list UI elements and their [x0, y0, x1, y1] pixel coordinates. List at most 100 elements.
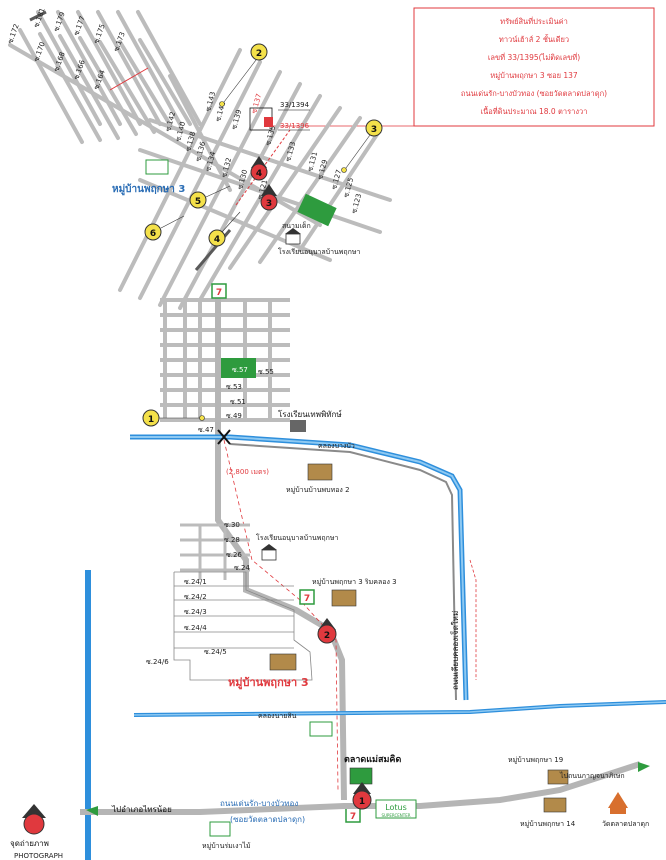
marker-label: 4: [214, 235, 220, 245]
soi-label: ซ.47: [198, 426, 214, 434]
to-right-label: ไปถนนกาญจนาภิเษก: [559, 771, 625, 780]
info-line-3: เลขที่ 33/1395(ไม่ติดเลขที่): [488, 52, 580, 62]
seven-label: 7: [216, 288, 222, 298]
info-line-2: ทาวน์เฮ้าส์ 2 ชั้นเดียว: [499, 34, 569, 44]
marker-6-top: 6: [144, 215, 185, 241]
marker-4-top: 4: [208, 211, 241, 247]
photo-marker-4: 4: [250, 156, 268, 181]
canal-bottom-label: คลองนายสิน: [258, 712, 297, 720]
photo-legend: จุดถ่ายภาพ PHOTOGRAPH: [10, 804, 63, 860]
school-south-label: โรงเรียนอนุบาลบ้านพฤกษา: [256, 533, 338, 542]
soi-label: ซ.24/1: [184, 578, 207, 586]
marker-label: 5: [195, 197, 201, 207]
canal-road-label: ถนนเลียบคลองเจ็ดใหม่: [450, 611, 460, 690]
temple-icon: วัดตลาดปลาดุก: [602, 792, 649, 828]
house-number-2: 33/1396: [280, 122, 310, 130]
main-road-bottom: [80, 761, 641, 815]
house-number-1: 33/1394: [280, 101, 310, 109]
village-north: หมู่บ้านพฤกษา 3: [112, 159, 185, 196]
info-line-6: เนื้อที่ดินประมาณ 18.0 ตารางวา: [481, 106, 588, 116]
marker-label: 6: [150, 229, 156, 239]
marker-2-top: 2: [219, 43, 268, 107]
market: ตลาดแม่สมคิด: [344, 754, 401, 785]
seven-eleven-icon: 7: [211, 283, 227, 299]
school-north-label: โรงเรียนอนุบาลบ้านพฤกษา: [278, 247, 360, 256]
soi-label: ซ.172: [6, 23, 20, 45]
red-boundary-line: [109, 67, 149, 91]
park-label: สนามเด็ก: [282, 221, 311, 230]
seven-label: 7: [350, 812, 356, 822]
soi-label: ซ.24/6: [146, 658, 169, 666]
photo-legend-label: จุดถ่ายภาพ: [10, 839, 49, 848]
subject-plot: 33/1394 33/1396: [249, 101, 310, 131]
soi-label: ซ.53: [226, 383, 242, 391]
photo-marker-1: 1: [352, 782, 372, 810]
soi-label: ซ.55: [258, 368, 274, 376]
marker-label: 1: [148, 415, 154, 425]
seven-label: 7: [304, 594, 310, 604]
soi-label: ซ.139: [230, 109, 243, 131]
to-left-label: ไปอำเภอไทรน้อย: [111, 805, 172, 814]
school-mid: โรงเรียนเทพพิทักษ์: [278, 409, 342, 432]
south-block: [173, 571, 313, 681]
main-road-sub-label: (ซอยวัดตลาดปลาดุก): [230, 815, 305, 824]
seven-eleven-icon: 7: [299, 589, 315, 605]
marker-5-top: 5: [189, 185, 231, 209]
village-north-label: หมู่บ้านพฤกษา 3: [112, 183, 185, 196]
soi-label: ซ.26: [226, 551, 242, 559]
lotus-store: Lotus SUPERCENTER: [375, 799, 417, 819]
village-canal: หมู่บ้านพฤกษา 3 ริมคลอง 3: [312, 578, 397, 607]
soi-label: ซ.24: [234, 564, 250, 572]
village-rom: หมู่บ้านร่มเงาไม้: [202, 821, 251, 850]
soi-label: ซ.30: [224, 521, 240, 529]
seven-eleven-icon: 7: [345, 807, 361, 823]
photo-legend-label-en: PHOTOGRAPH: [14, 852, 63, 860]
marker-1-top: 1: [142, 409, 205, 427]
soi-label: ซ.51: [230, 398, 246, 406]
green-block: [220, 358, 256, 378]
info-line-4: หมู่บ้านพฤกษา 3 ซอย 137: [490, 71, 578, 80]
school-mid-label: โรงเรียนเทพพิทักษ์: [278, 409, 342, 419]
marker-label: 3: [266, 199, 272, 209]
school-north: โรงเรียนอนุบาลบ้านพฤกษา: [278, 228, 360, 256]
south-street-grid: [180, 523, 250, 580]
school-south: โรงเรียนอนุบาลบ้านพฤกษา: [256, 533, 338, 561]
bridge-icon: [217, 429, 231, 445]
marker-label: 2: [256, 49, 262, 59]
main-road-label: ถนนเด่นรัก-บางบัวทอง: [220, 799, 298, 808]
arrow-left-icon: [86, 806, 98, 816]
canal-top-label: คลองบางบัว: [318, 442, 355, 450]
village-19: หมู่บ้านพฤกษา 19: [508, 756, 569, 785]
lotus-label: Lotus: [385, 803, 407, 812]
canal-road: [229, 443, 457, 701]
village-19-label: หมู่บ้านพฤกษา 19: [508, 756, 563, 764]
village-sign: [309, 721, 333, 737]
soi-label: ซ.135: [264, 125, 277, 147]
soi-label: ซ.24/4: [184, 624, 207, 632]
lower-soi-labels: ซ.55 ซ.53 ซ.51 ซ.49 ซ.47: [198, 368, 274, 434]
soi-label: ซ.57: [232, 366, 248, 374]
soi-label: ซ.24/5: [204, 648, 227, 656]
south-soi-labels: ซ.30 ซ.28 ซ.26 ซ.24 ซ.24/1 ซ.24/2 ซ.24/3…: [146, 521, 250, 666]
photo-marker-3: 3: [260, 184, 278, 211]
info-line-1: ทรัพย์สินที่ประเมินค่า: [500, 16, 568, 26]
arrow-right-icon: [638, 762, 650, 772]
village-14: หมู่บ้านพฤกษา 14: [520, 797, 576, 828]
marker-label: 4: [256, 169, 262, 179]
lotus-sub: SUPERCENTER: [381, 813, 410, 818]
soi-label: ซ.24/2: [184, 593, 207, 601]
soi-label: ซ.123: [350, 193, 363, 215]
village-rom-label: หมู่บ้านร่มเงาไม้: [202, 841, 251, 850]
soi-label: ซ.24/3: [184, 608, 207, 616]
info-line-5: ถนนเด่นรัก-บางบัวทอง (ซอยวัดตลาดปลาดุก): [461, 89, 607, 98]
village-south: หมู่บ้านพฤกษา 3: [228, 653, 309, 690]
market-label: ตลาดแม่สมคิด: [344, 754, 401, 765]
marker-label: 3: [371, 125, 377, 135]
red-canal-line: [469, 559, 477, 680]
village-phobthong-label: หมู่บ้านบ้านพบทอง 2: [286, 486, 350, 494]
village-14-label: หมู่บ้านพฤกษา 14: [520, 820, 576, 828]
marker-label: 1: [359, 797, 365, 807]
photo-marker-2: 2: [317, 618, 337, 644]
marker-label: 2: [324, 631, 330, 641]
